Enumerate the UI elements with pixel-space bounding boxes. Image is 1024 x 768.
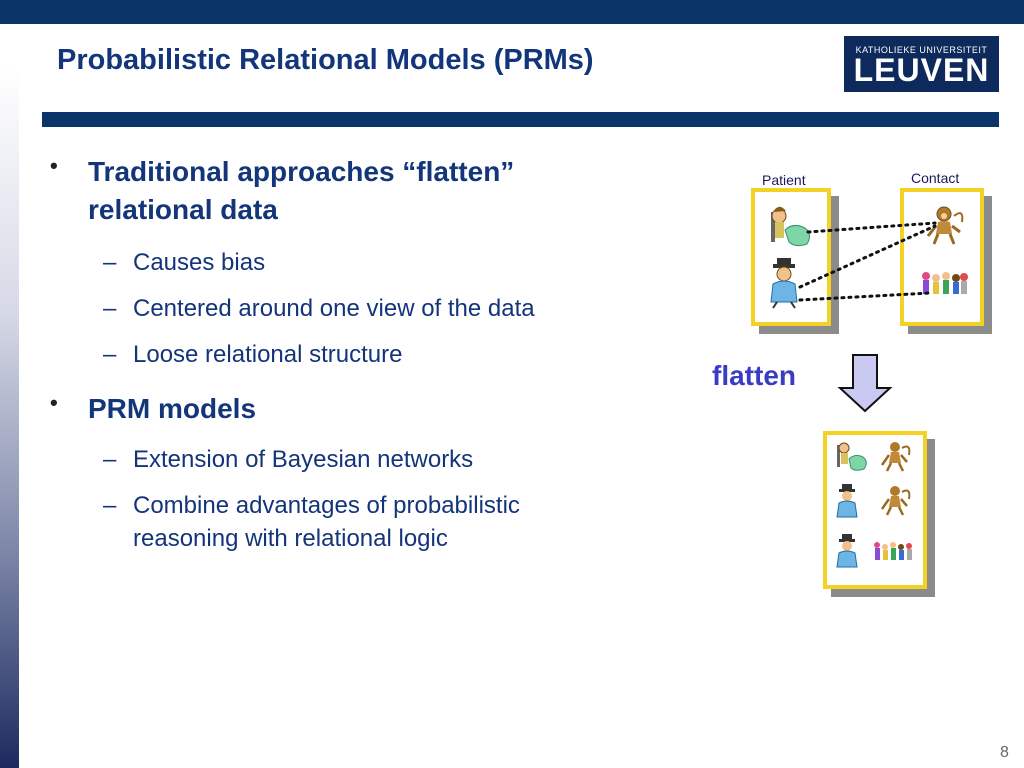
monkey-icon bbox=[880, 442, 911, 472]
hat-man-icon bbox=[770, 258, 798, 309]
sub-bullet-text-line-2: reasoning with relational logic bbox=[133, 525, 448, 552]
slide-title: Probabilistic Relational Models (PRMs) bbox=[57, 44, 594, 76]
patient-label: Patient bbox=[762, 172, 806, 188]
relation-line bbox=[806, 221, 937, 234]
sub-bullet-text: Extension of Bayesian networks bbox=[133, 446, 474, 473]
sub-bullet: – Causes bias bbox=[103, 246, 703, 279]
sub-marker: – bbox=[103, 492, 117, 519]
flattened-box bbox=[823, 431, 927, 589]
contact-label: Contact bbox=[911, 170, 960, 186]
sub-bullet-text: Causes bias bbox=[133, 249, 266, 276]
hat-man-icon bbox=[836, 534, 858, 568]
title-divider bbox=[42, 112, 999, 127]
crowd-icon bbox=[922, 272, 968, 294]
relation-line bbox=[798, 224, 937, 289]
contact-icons bbox=[922, 206, 968, 294]
flatten-arrow bbox=[837, 354, 893, 413]
bullet-text-line-2: relational data bbox=[88, 194, 278, 225]
sub-bullet-text: Centered around one view of the data bbox=[133, 295, 535, 322]
doctor-patient-icon bbox=[837, 442, 867, 471]
sub-bullet: – Centered around one view of the data bbox=[103, 292, 703, 325]
flattened-icons bbox=[836, 442, 912, 568]
sub-marker: – bbox=[103, 446, 117, 473]
sub-bullet: – Extension of Bayesian networks bbox=[103, 443, 703, 476]
sub-bullet: – Loose relational structure bbox=[103, 338, 703, 371]
bullet-text-line-1: Traditional approaches “flatten” bbox=[88, 156, 515, 187]
monkey-icon bbox=[880, 486, 911, 516]
logo-main-text: LEUVEN bbox=[853, 52, 990, 88]
bullet-marker: • bbox=[50, 153, 58, 178]
page-number: 8 bbox=[1000, 744, 1009, 761]
bullet-text: PRM models bbox=[88, 393, 257, 424]
side-gradient bbox=[0, 68, 19, 768]
bullet-traditional: • Traditional approaches “flatten” relat… bbox=[50, 153, 690, 229]
sub-marker: – bbox=[103, 295, 117, 322]
crowd-icon bbox=[874, 542, 912, 560]
top-bar bbox=[0, 0, 1024, 24]
bullet-marker: • bbox=[50, 390, 58, 415]
relation-line bbox=[798, 291, 932, 302]
contact-box bbox=[900, 188, 984, 326]
doctor-patient-icon bbox=[771, 206, 811, 247]
sub-bullet: – Combine advantages of probabilistic re… bbox=[103, 489, 703, 555]
patient-box bbox=[751, 188, 831, 326]
sub-bullet-text-line-1: Combine advantages of probabilistic bbox=[133, 492, 520, 519]
logo-top-text: KATHOLIEKE UNIVERSITEIT bbox=[855, 45, 988, 55]
hat-man-icon bbox=[836, 484, 858, 518]
university-logo: KATHOLIEKE UNIVERSITEIT LEUVEN bbox=[844, 36, 999, 92]
sub-marker: – bbox=[103, 341, 117, 368]
bullet-prm-models: • PRM models bbox=[50, 390, 690, 428]
monkey-icon bbox=[926, 206, 964, 245]
sub-bullet-text: Loose relational structure bbox=[133, 341, 403, 368]
flatten-label: flatten bbox=[712, 360, 796, 391]
sub-marker: – bbox=[103, 249, 117, 276]
patient-icons bbox=[770, 206, 811, 309]
